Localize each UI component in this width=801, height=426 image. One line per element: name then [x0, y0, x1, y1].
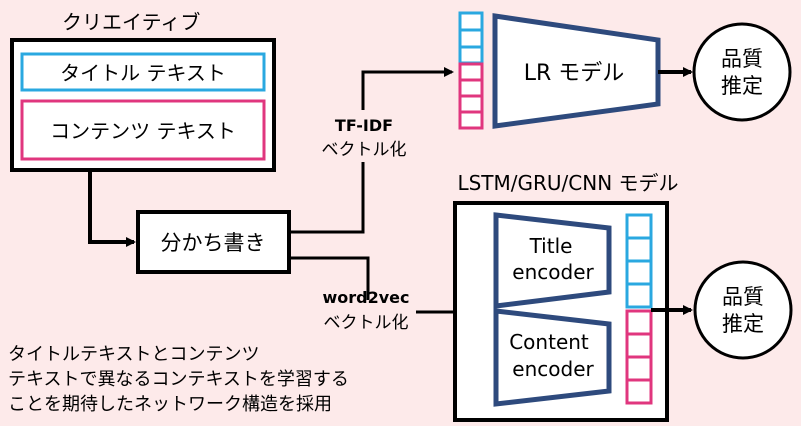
content-text-label: コンテンツ テキスト	[50, 119, 236, 143]
segmentation-box	[136, 210, 291, 274]
title-encoder-line2: encoder	[512, 260, 594, 284]
nn-title-vector	[625, 213, 653, 309]
content-encoder-line1: Content	[509, 330, 589, 354]
lr-output-line2: 推定	[721, 74, 763, 98]
title-encoder-shape	[493, 212, 612, 309]
content-encoder-line2: encoder	[512, 357, 594, 381]
lr-model-label: LR モデル	[524, 61, 625, 86]
lr-title-vector	[458, 11, 484, 65]
creative-heading: クリエイティブ	[62, 10, 200, 34]
content-encoder-shape	[493, 308, 612, 407]
note-line-3: ことを期待したネットワーク構造を採用	[8, 394, 332, 415]
word2vec-path-line	[289, 256, 370, 300]
note-line-1: タイトルテキストとコンテンツ	[8, 344, 259, 365]
segmentation-label: 分かち書き	[161, 231, 266, 255]
lr-model-shape	[492, 13, 661, 129]
lr-output-circle	[692, 22, 792, 122]
creative-to-segmentation-arrow	[88, 170, 136, 247]
nn-output-line1: 品質	[722, 285, 764, 309]
title-text-box	[20, 52, 266, 92]
note-line-2: テキストで異なるコンテキストを学習する	[8, 369, 349, 390]
lr-output-line1: 品質	[721, 47, 763, 71]
title-text-label: タイトル テキスト	[60, 61, 226, 85]
title-encoder-line1: Title	[529, 234, 573, 258]
lr-content-vector	[458, 62, 484, 130]
tfidf-label: TF-IDF	[335, 116, 393, 135]
nn-output-circle	[693, 260, 793, 360]
nn-content-vector	[625, 309, 653, 405]
word2vec-label: word2vec	[322, 288, 409, 307]
word2vec-vectorize-label: ベクトル化	[324, 313, 409, 333]
tfidf-label-bg	[300, 110, 428, 162]
content-text-box	[20, 99, 266, 161]
nn-model-heading: LSTM/GRU/CNN モデル	[457, 171, 678, 195]
nn-output-line2: 推定	[722, 312, 764, 336]
tfidf-vectorize-label: ベクトル化	[322, 140, 407, 160]
